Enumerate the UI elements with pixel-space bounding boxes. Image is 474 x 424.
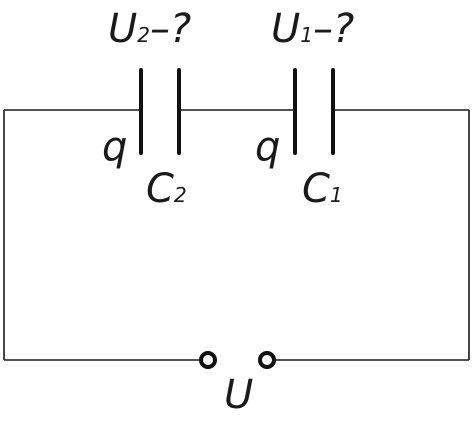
capacitor-c1 <box>293 68 335 155</box>
label-c1-main: C <box>302 166 330 212</box>
capacitor-c2 <box>139 68 181 155</box>
label-u1-question: –? <box>313 6 354 52</box>
label-u2: U2–? <box>108 6 191 52</box>
terminal-right <box>258 351 276 369</box>
label-u2-question: –? <box>150 6 191 52</box>
label-u1-subscript: 1 <box>300 23 313 47</box>
label-c1: C1 <box>302 166 343 212</box>
label-u1-main: U <box>271 6 300 52</box>
label-charge-left: q <box>102 124 127 170</box>
label-c2-subscript: 2 <box>174 183 187 207</box>
label-u2-main: U <box>108 6 137 52</box>
label-c2: C2 <box>146 166 187 212</box>
terminal-left <box>199 351 217 369</box>
voltage-source-terminals <box>199 351 276 369</box>
label-source-voltage: U <box>224 372 253 418</box>
label-charge-right: q <box>255 124 280 170</box>
label-c1-subscript: 1 <box>330 183 343 207</box>
label-c2-main: C <box>146 166 174 212</box>
label-u2-subscript: 2 <box>137 23 150 47</box>
circuit-wires <box>3 109 470 361</box>
label-u1: U1–? <box>271 6 354 52</box>
